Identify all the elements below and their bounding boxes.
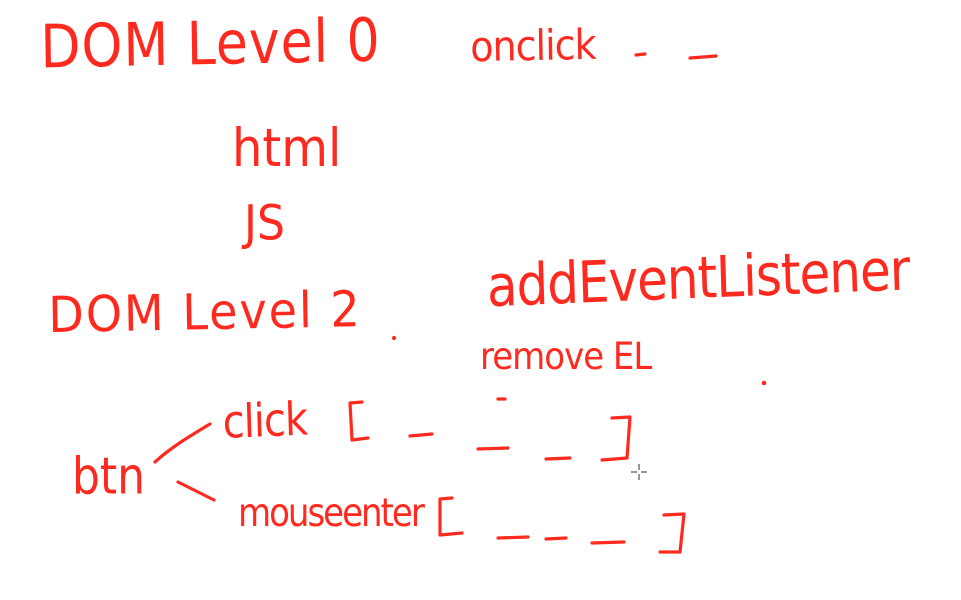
- note-html: html: [232, 117, 342, 180]
- dash-click-3: [544, 456, 572, 461]
- dash-mouseenter-2: [544, 536, 568, 541]
- dot-remove-el: [761, 380, 767, 386]
- dash-click-1: [408, 432, 434, 438]
- dash-click-2: [476, 446, 510, 451]
- crosshair-move-icon: [631, 464, 647, 480]
- dash-onclick-2: [688, 54, 718, 60]
- dash-mouseenter-1: [496, 535, 530, 540]
- note-mouseenter: mouseenter: [238, 490, 425, 537]
- branch-lower: [176, 480, 216, 502]
- bracket-mouseenter-close: [658, 512, 686, 554]
- branch-upper: [153, 422, 212, 464]
- dash-onclick-1: [634, 52, 647, 57]
- bracket-click-close: [600, 415, 632, 462]
- dot-level-2: [391, 335, 397, 341]
- bracket-mouseenter-open: [438, 496, 464, 537]
- dash-mouseenter-3: [590, 540, 626, 545]
- note-remove-el: remove EL: [480, 334, 652, 379]
- bracket-click-open: [348, 400, 370, 442]
- note-btn: btn: [72, 447, 146, 507]
- note-js: JS: [244, 195, 285, 252]
